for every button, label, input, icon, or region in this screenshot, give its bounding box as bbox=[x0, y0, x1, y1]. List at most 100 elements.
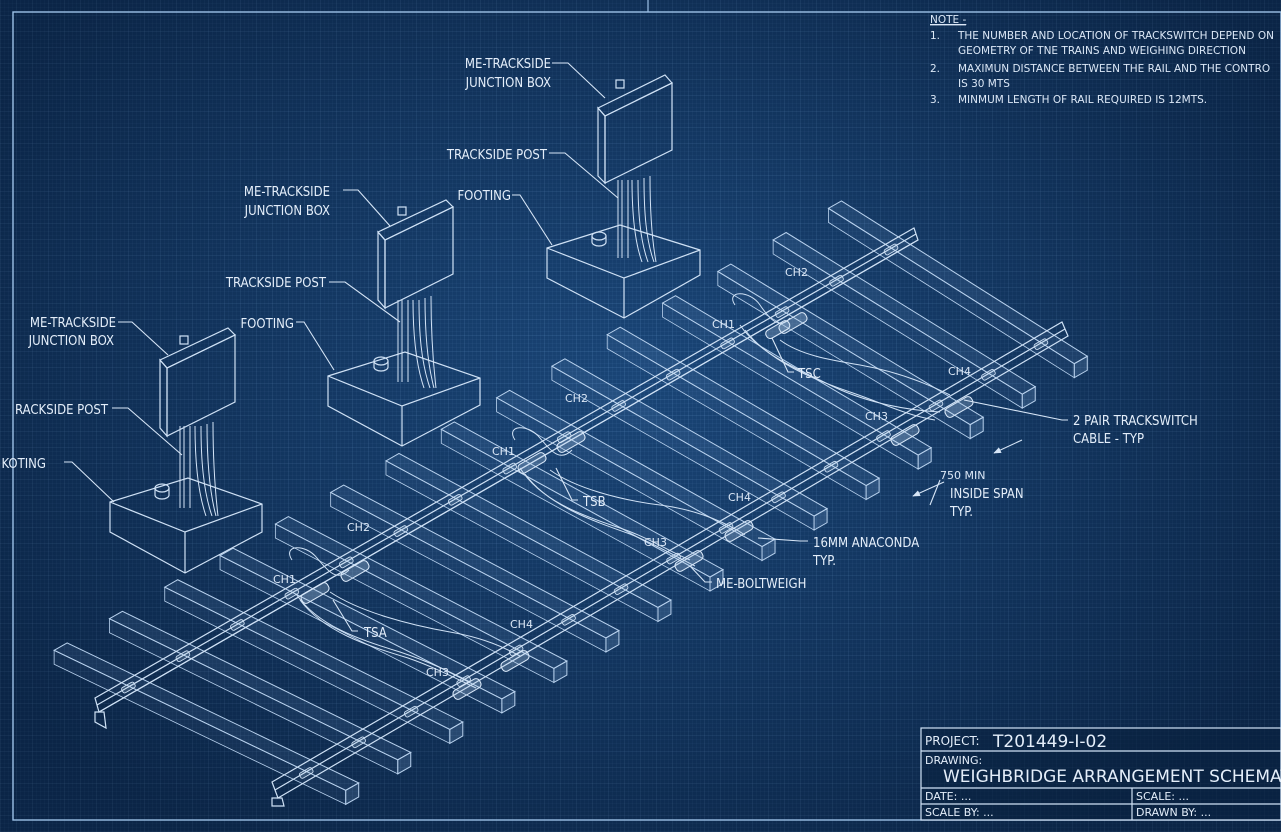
note-number: 2. bbox=[930, 63, 940, 75]
rail-clip bbox=[883, 243, 899, 256]
rail-clip bbox=[393, 525, 409, 537]
note-1-line2: GEOMETRY OF TNE TRAINS AND WEIGHING DIRE… bbox=[958, 45, 1246, 57]
title-block: PROJECT: T201449-I-02 DRAWING: WEIGHBRID… bbox=[920, 727, 1281, 821]
sleeper-side bbox=[828, 207, 1075, 379]
footing-block bbox=[327, 351, 481, 447]
assembly-1-labels: ME-TRACKSIDE JUNCTION BOX TRACKSIDE POST… bbox=[446, 57, 551, 204]
drawing-title: WEIGHBRIDGE ARRANGEMENT SCHEMATIC bbox=[943, 767, 1281, 787]
rail-back bbox=[94, 227, 919, 730]
sleeper-side bbox=[662, 302, 919, 470]
channel-label: CH2 bbox=[565, 392, 588, 405]
sleeper-side bbox=[606, 333, 867, 501]
rail-clip bbox=[718, 522, 734, 534]
rail-front bbox=[271, 321, 1069, 807]
railway-track bbox=[53, 200, 1089, 807]
junction-box-front bbox=[166, 334, 236, 437]
channel-label: CH4 bbox=[728, 491, 751, 504]
junction-box-label-line1: ME-TRACKSIDE bbox=[30, 316, 116, 331]
rail-clip bbox=[876, 430, 891, 442]
sleepers bbox=[53, 200, 1089, 806]
sleeper-side bbox=[330, 491, 607, 653]
assembly-3-labels: ME-TRACKSIDE JUNCTION BOX RACKSIDE POST … bbox=[1, 316, 116, 472]
project-value: T201449-I-02 bbox=[992, 732, 1107, 752]
rail-clip bbox=[823, 460, 839, 473]
rail-clip bbox=[121, 681, 136, 694]
channel-label: CH1 bbox=[273, 573, 296, 586]
rail-clips bbox=[121, 243, 1049, 779]
rail-clip bbox=[298, 767, 314, 779]
anaconda-callout-line1: 16MM ANACONDA bbox=[813, 536, 919, 551]
drawn-by-field: DRAWN BY: ... bbox=[1136, 806, 1211, 819]
rail-clip bbox=[561, 613, 576, 626]
sleeper-side bbox=[496, 397, 763, 562]
span-callout-line2: INSIDE SPAN bbox=[950, 487, 1024, 502]
footing-block bbox=[546, 224, 701, 319]
footing-label: FOOTING bbox=[457, 189, 511, 204]
note-3-line1: MINMUM LENGTH OF RAIL REQUIRED IS 12MTS. bbox=[958, 94, 1207, 106]
span-callout-line1: 750 MIN bbox=[940, 469, 985, 482]
trackside-post-label: TRACKSIDE POST bbox=[446, 148, 548, 163]
junction-box-label-line2: JUNCTION BOX bbox=[28, 334, 114, 349]
sleeper-side bbox=[717, 270, 971, 440]
junction-box-label-line1: ME-TRACKSIDE bbox=[465, 57, 551, 72]
sleeper-side bbox=[274, 523, 555, 684]
trackswitch-label-tsb: TSB bbox=[582, 495, 606, 510]
notes-block: NOTE - 1. THE NUMBER AND LOCATION OF TRA… bbox=[930, 14, 1274, 106]
channel-label: CH2 bbox=[347, 521, 370, 534]
junction-box-label-line1: ME-TRACKSIDE bbox=[244, 185, 330, 200]
rail-clip bbox=[403, 705, 419, 718]
channel-labels: CH2 CH1 CH4 CH3 CH2 CH1 CH4 CH3 CH2 CH1 … bbox=[273, 266, 971, 679]
scale-by-field: SCALE BY: ... bbox=[925, 806, 994, 819]
rail-clip bbox=[981, 369, 996, 381]
rail-clip bbox=[447, 493, 463, 506]
assembly-1 bbox=[546, 74, 701, 319]
sleeper-side bbox=[219, 554, 503, 714]
cable-callout-line2: CABLE - TYP bbox=[1073, 432, 1144, 447]
footing-label: KOTING bbox=[1, 457, 46, 472]
sleeper-side bbox=[385, 460, 659, 623]
rail-clip bbox=[1033, 338, 1049, 351]
sleeper-side bbox=[53, 649, 347, 805]
trackswitch-label-tsa: TSA bbox=[363, 626, 387, 641]
note-2-line1: MAXIMUN DISTANCE BETWEEN THE RAIL AND TH… bbox=[958, 63, 1270, 75]
rail-clip bbox=[720, 337, 735, 350]
trackswitch-cables bbox=[289, 293, 951, 689]
assembly-2-labels: ME-TRACKSIDE JUNCTION BOX TRACKSIDE POST… bbox=[225, 185, 330, 332]
date-field: DATE: ... bbox=[925, 790, 971, 803]
note-2-line2: IS 30 MTS bbox=[958, 78, 1010, 90]
rail-clip bbox=[774, 306, 790, 318]
footing-block bbox=[109, 477, 263, 574]
channel-label: CH1 bbox=[492, 445, 515, 458]
channel-label: CH3 bbox=[426, 666, 449, 679]
boltweigh-callout: ME-BOLTWEIGH bbox=[716, 577, 806, 592]
callout-labels: 2 PAIR TRACKSWITCH CABLE - TYP 750 MIN I… bbox=[716, 414, 1198, 592]
junction-box-front bbox=[384, 206, 454, 309]
boltweigh-sensors bbox=[300, 312, 974, 700]
rail-clip bbox=[351, 736, 366, 749]
trackside-post-label: TRACKSIDE POST bbox=[225, 276, 327, 291]
rail-clip bbox=[771, 491, 786, 504]
rail-clip bbox=[829, 274, 844, 287]
scale-field: SCALE: ... bbox=[1136, 790, 1189, 803]
sleeper-side bbox=[772, 239, 1023, 409]
rail-clip bbox=[502, 462, 518, 475]
channel-label: CH2 bbox=[785, 266, 808, 279]
rail-clip bbox=[284, 587, 300, 600]
assembly-3 bbox=[109, 327, 263, 574]
junction-box-label-line2: JUNCTION BOX bbox=[244, 204, 330, 219]
rail-clip bbox=[928, 399, 944, 412]
drawing-label: DRAWING: bbox=[925, 754, 982, 767]
note-1-line1: THE NUMBER AND LOCATION OF TRACKSWITCH D… bbox=[957, 30, 1274, 42]
trackswitch-labels: TSC TSB TSA bbox=[363, 367, 821, 641]
channel-label: CH4 bbox=[510, 618, 533, 631]
rail-clip bbox=[508, 644, 524, 657]
rail-clip bbox=[230, 619, 245, 631]
span-callout-line3: TYP. bbox=[949, 505, 973, 520]
rail-clip bbox=[613, 583, 629, 596]
channel-label: CH1 bbox=[712, 318, 735, 331]
project-label: PROJECT: bbox=[925, 734, 980, 748]
rail-clip bbox=[611, 400, 626, 412]
assembly-2 bbox=[327, 199, 481, 447]
sleeper-side bbox=[109, 618, 399, 775]
